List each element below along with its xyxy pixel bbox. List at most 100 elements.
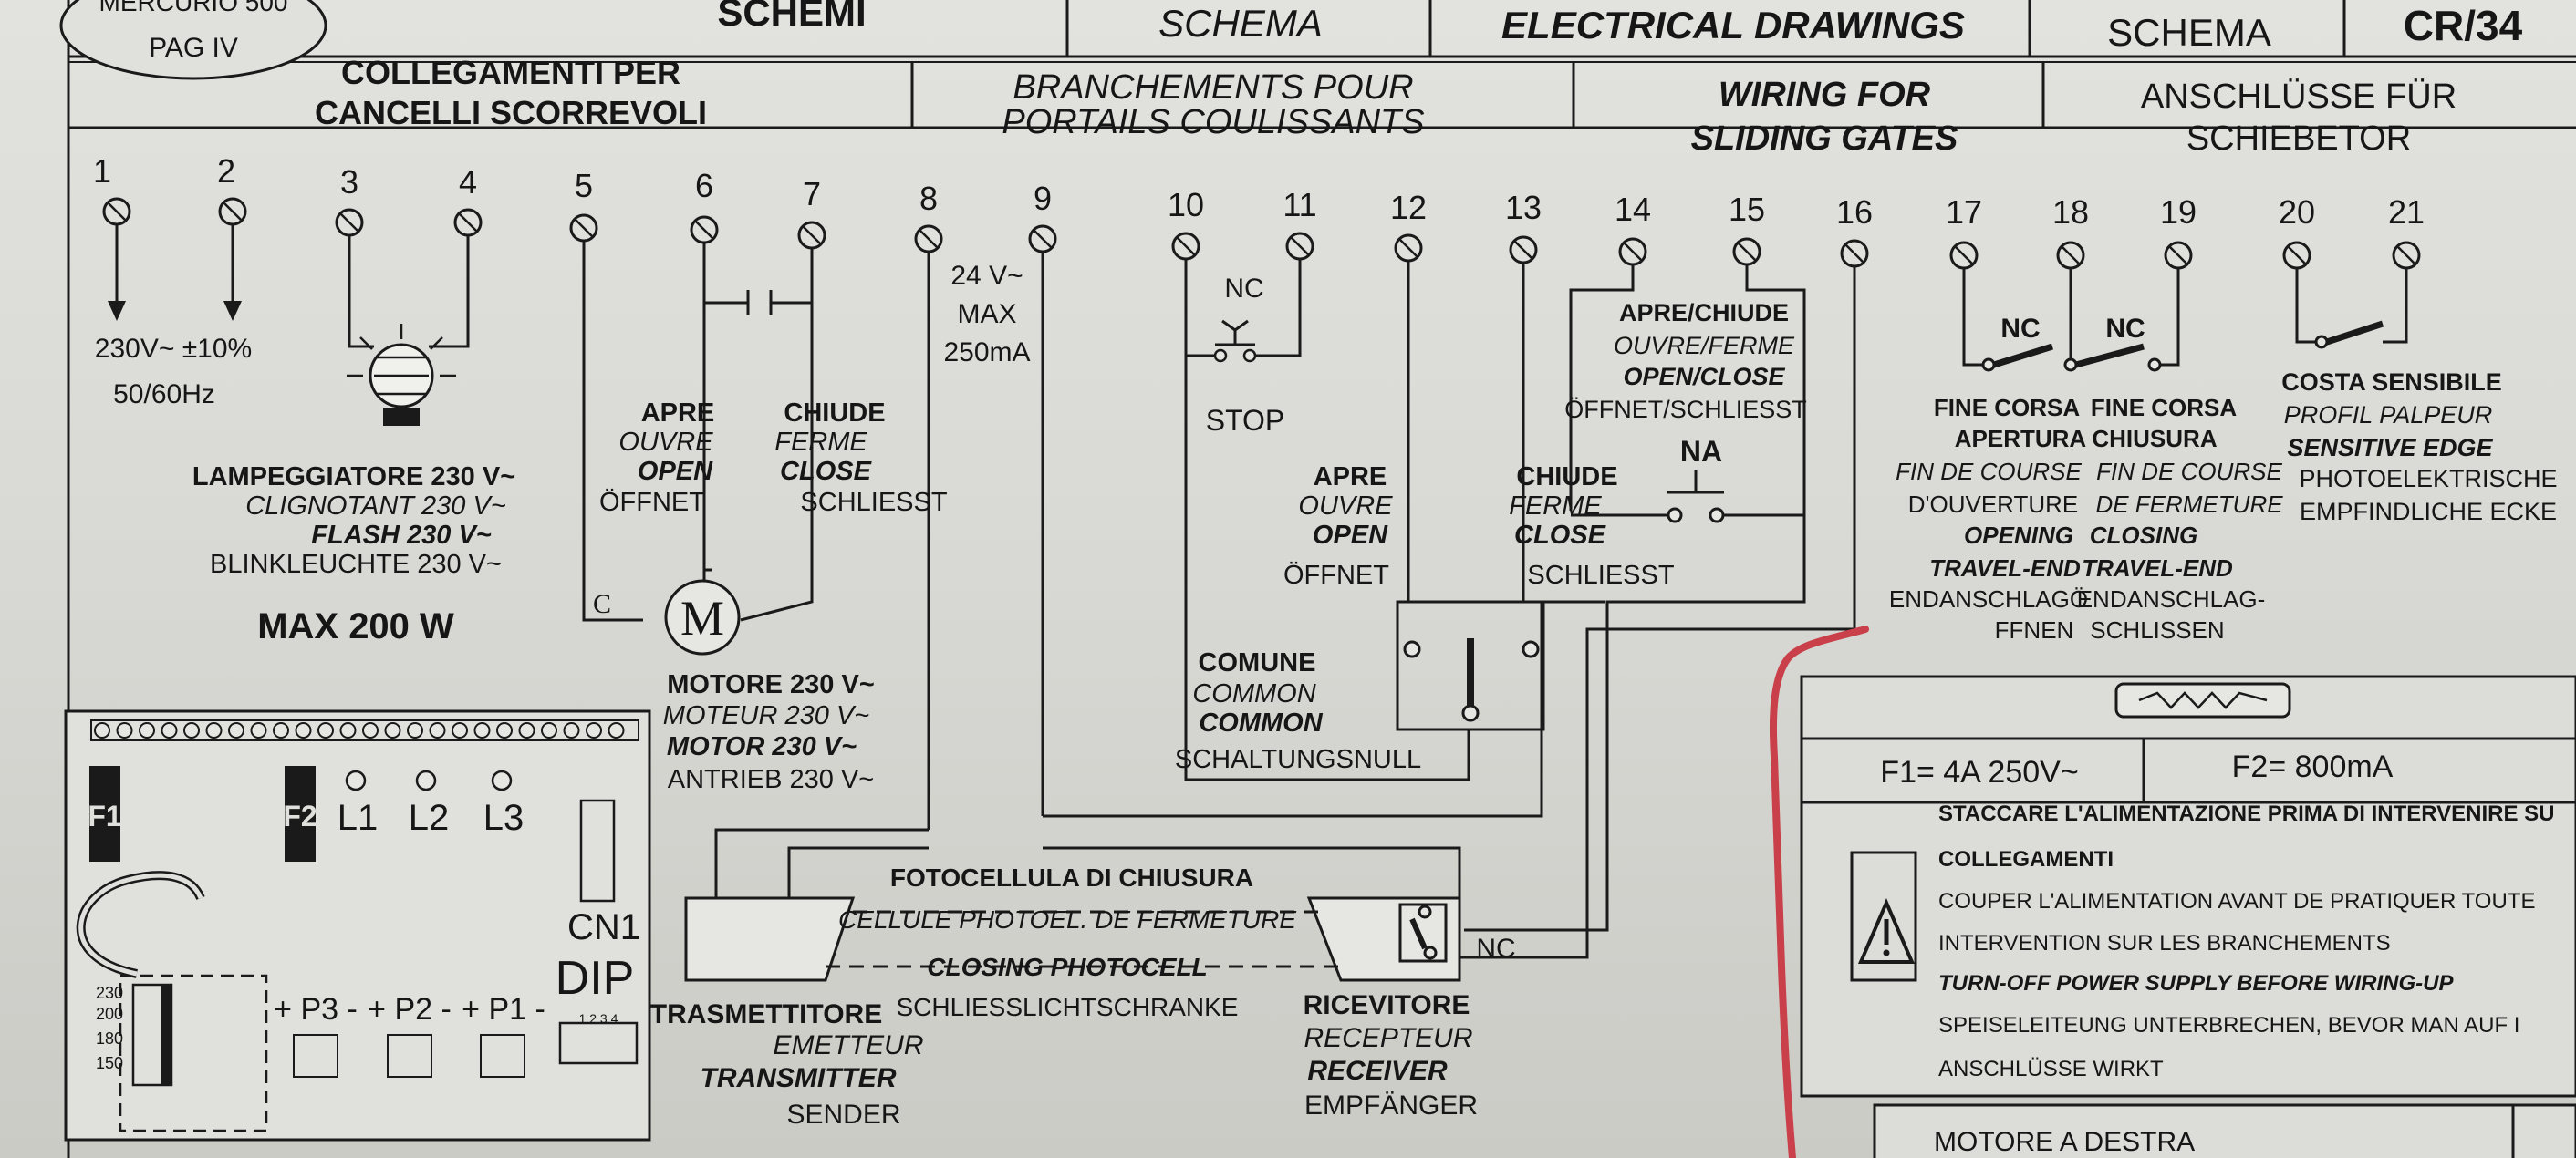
- board-terminal-screw: [205, 722, 223, 739]
- terminal-label-2: 2: [217, 152, 235, 190]
- limit-open-nc: NC: [2000, 314, 2040, 344]
- terminal-label-5: 5: [575, 167, 593, 204]
- edge-text: COSTA SENSIBILE PROFIL PALPEUR SENSITIVE…: [2281, 368, 2557, 525]
- motor-letter: M: [680, 591, 724, 646]
- terminal-label-10: 10: [1168, 186, 1204, 223]
- photocell-fr: CELLULE PHOTOEL. DE FERMETURE: [838, 905, 1296, 934]
- terminal-label-21: 21: [2388, 193, 2425, 231]
- header-schema-fr: SCHEMA: [1158, 2, 1323, 45]
- photocell-de: SCHLIESSLICHTSCHRANKE: [897, 993, 1239, 1021]
- terminal-label-9: 9: [1034, 180, 1052, 217]
- motor-common-mark: C: [593, 589, 611, 619]
- warning-line-6: SPEISELEITEUNG UNTERBRECHEN, BEVOR MAN A…: [1938, 1013, 2519, 1038]
- photocell-title: FOTOCELLULA DI CHIUSURA: [890, 863, 1253, 892]
- aux-voltage: 24 V~: [950, 261, 1023, 291]
- edge-line-2: PROFIL PALPEUR: [2284, 401, 2493, 429]
- limit-close-line-1: FINE CORSA: [2091, 394, 2238, 421]
- openclose-na: NA: [1680, 435, 1722, 468]
- terminal-label-1: 1: [93, 152, 111, 190]
- transmitter-en: TRANSMITTER: [701, 1063, 897, 1093]
- board-terminal-screw: [116, 722, 133, 739]
- board-terminal-screw: [541, 722, 557, 739]
- wiring: [115, 224, 2408, 959]
- warning-icon: [1857, 897, 1916, 964]
- board-terminal-screw: [429, 722, 446, 739]
- close-button-en: CLOSE: [1514, 521, 1607, 550]
- board-terminal-screw: [273, 722, 289, 739]
- motor-label-de: ANTRIEB 230 V~: [668, 765, 874, 794]
- close-button-it: CHIUDE: [1516, 462, 1617, 491]
- motor-label-it: MOTORE 230 V~: [667, 670, 875, 699]
- terminal-label-4: 4: [459, 163, 477, 201]
- limit-open-line-3: FIN DE COURSE: [1896, 458, 2082, 485]
- header-de-2: SCHIEBETOR: [2186, 119, 2411, 158]
- photocell-en: CLOSING PHOTOCELL: [927, 953, 1208, 981]
- control-board: [64, 709, 651, 1142]
- power-voltage: 230V~ ±10%: [95, 334, 252, 364]
- board-terminal-screw: [496, 722, 513, 739]
- dip-label: DIP: [556, 952, 635, 1005]
- header-en-2: SLIDING GATES: [1691, 119, 1958, 158]
- motor-close-it: CHIUDE: [784, 398, 885, 428]
- terminal-label-17: 17: [1946, 193, 1982, 231]
- openclose-en: OPEN/CLOSE: [1623, 363, 1785, 390]
- open-button-fr: OUVRE: [1298, 491, 1393, 521]
- badge-line2: PAG IV: [149, 33, 238, 63]
- dip-numbers: 1 2 3 4: [579, 1011, 618, 1026]
- header-en-1: WIRING FOR: [1719, 76, 1931, 114]
- limit-close-line-3: FIN DE COURSE: [2096, 458, 2282, 485]
- pot-p3-label: + P3 -: [274, 992, 358, 1027]
- lamp-icon: [347, 324, 456, 426]
- badge-line1: MERCURIO 500: [99, 0, 288, 16]
- limit-close-line-7: ENDANSCHLAG-: [2077, 585, 2266, 613]
- limit-open-line-2: APERTURA: [1955, 425, 2087, 452]
- terminal-label-13: 13: [1505, 189, 1542, 226]
- limit-open-line-8: FFNEN: [1995, 616, 2074, 644]
- lamp-max-power: MAX 200 W: [257, 606, 454, 646]
- page-badge: [59, 0, 327, 80]
- header-code: CR/34: [2404, 2, 2523, 49]
- lamp-it: LAMPEGGIATORE 230 V~: [192, 462, 515, 491]
- terminal-label-14: 14: [1615, 191, 1651, 228]
- openclose-de: ÖFFNET/SCHLIESST: [1564, 396, 1807, 423]
- board-terminal-screw: [362, 722, 379, 739]
- receiver-fr: RECEPTEUR: [1304, 1023, 1472, 1053]
- header-schema-de: SCHEMA: [2107, 11, 2271, 54]
- board-terminal-screw: [452, 722, 468, 739]
- terminal-label-6: 6: [695, 167, 713, 204]
- warning-line-7: ANSCHLÜSSE WIRKT: [1938, 1057, 2164, 1081]
- aux-current: 250mA: [943, 337, 1030, 367]
- transmitter-symbol: [684, 896, 856, 982]
- limit-close-nc: NC: [2105, 314, 2145, 344]
- motor-open-de: ÖFFNET: [599, 488, 705, 517]
- limit-open-line-1: FINE CORSA: [1934, 394, 2081, 421]
- motor-close-fr: FERME: [774, 428, 867, 457]
- board-terminal-screw: [250, 722, 267, 739]
- board-terminal-screw: [608, 722, 625, 739]
- warning-line-1: STACCARE L'ALIMENTAZIONE PRIMA DI INTERV…: [1938, 801, 2555, 826]
- openclose-it: APRE/CHIUDE: [1619, 299, 1789, 326]
- photocell-symbols: [684, 896, 1461, 982]
- terminal-label-15: 15: [1729, 191, 1765, 228]
- transmitter-de: SENDER: [786, 1100, 900, 1130]
- motor-close-en: CLOSE: [780, 457, 873, 486]
- board-terminal-screw: [183, 722, 200, 739]
- fuse-f2-rating: F2= 800mA: [2232, 750, 2394, 784]
- fuse-icon: [2114, 682, 2291, 719]
- cn1-label: CN1: [567, 907, 640, 947]
- fuse-f1-rating: F1= 4A 250V~: [1880, 755, 2078, 790]
- warning-line-5: TURN-OFF POWER SUPPLY BEFORE WIRING-UP: [1938, 971, 2454, 996]
- edge-line-3: SENSITIVE EDGE: [2287, 434, 2493, 461]
- pushbutton-pair-symbol: [1403, 638, 1540, 722]
- common-it: COMUNE: [1199, 648, 1316, 677]
- led-l2-label: L2: [409, 798, 450, 838]
- open-button-de: ÖFFNET: [1283, 561, 1389, 590]
- fuse-warning-box: [1800, 675, 2576, 1098]
- limit-close-line-8: SCHLISSEN: [2090, 616, 2224, 644]
- warning-line-3: COUPER L'ALIMENTATION AVANT DE PRATIQUER…: [1938, 889, 2535, 914]
- close-button-de: SCHLIESST: [1527, 561, 1674, 590]
- header-electrical: ELECTRICAL DRAWINGS: [1501, 4, 1965, 47]
- limit-open-line-5: OPENING: [1964, 522, 2073, 549]
